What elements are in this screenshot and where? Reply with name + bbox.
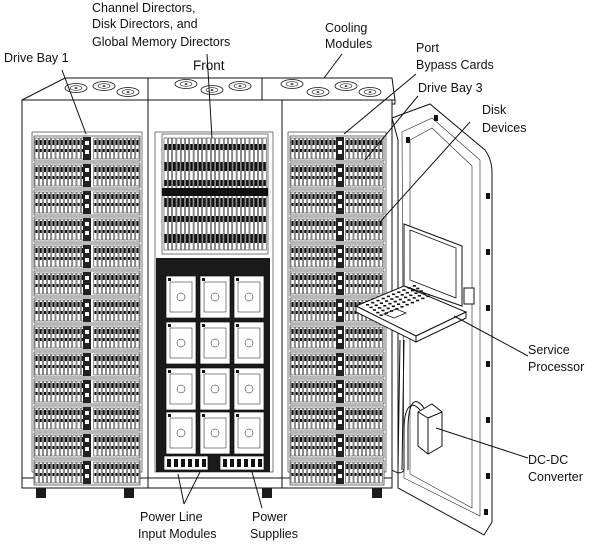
label-power-supplies-1: Power <box>252 510 287 524</box>
label-cooling-1: Cooling <box>325 21 367 35</box>
label-dcdc-2: Converter <box>528 470 583 484</box>
drive-bay-1 <box>33 135 141 486</box>
label-disk-1: Disk <box>482 103 507 117</box>
label-front: Front <box>193 58 225 73</box>
power-section <box>156 258 270 472</box>
power-line-input-modules <box>163 455 265 471</box>
power-supplies <box>165 275 265 455</box>
label-port-1: Port <box>416 41 439 55</box>
label-channel-directors-1: Channel Directors, <box>92 1 196 15</box>
dc-dc-converter <box>391 401 443 474</box>
label-port-2: Bypass Cards <box>416 58 494 72</box>
label-service-1: Service <box>528 343 570 357</box>
label-cooling-2: Modules <box>325 37 372 51</box>
label-channel-directors-2: Disk Directors, and <box>92 17 198 31</box>
leader-lines <box>61 53 529 509</box>
cabinet-feet <box>36 488 382 498</box>
label-dcdc-1: DC-DC <box>528 453 568 467</box>
label-channel-directors-3: Global Memory Directors <box>92 35 230 49</box>
label-power-line-2: Input Modules <box>138 527 217 541</box>
director-card-cage <box>161 133 269 255</box>
label-power-supplies-2: Supplies <box>250 527 298 541</box>
label-drive-bay-3: Drive Bay 3 <box>418 81 483 95</box>
cabinet-top <box>21 77 396 105</box>
cooling-modules <box>64 79 382 97</box>
service-processor-laptop <box>354 223 475 343</box>
laptop-keyboard <box>366 285 430 316</box>
label-service-2: Processor <box>528 360 584 374</box>
door-mounting-holes <box>406 115 490 515</box>
label-disk-2: Devices <box>482 121 526 135</box>
drive-bay-3 <box>289 135 385 486</box>
label-power-line-1: Power Line <box>140 510 203 524</box>
label-drive-bay-1: Drive Bay 1 <box>4 51 69 65</box>
callout-labels: Channel Directors, Disk Directors, and G… <box>4 1 584 541</box>
